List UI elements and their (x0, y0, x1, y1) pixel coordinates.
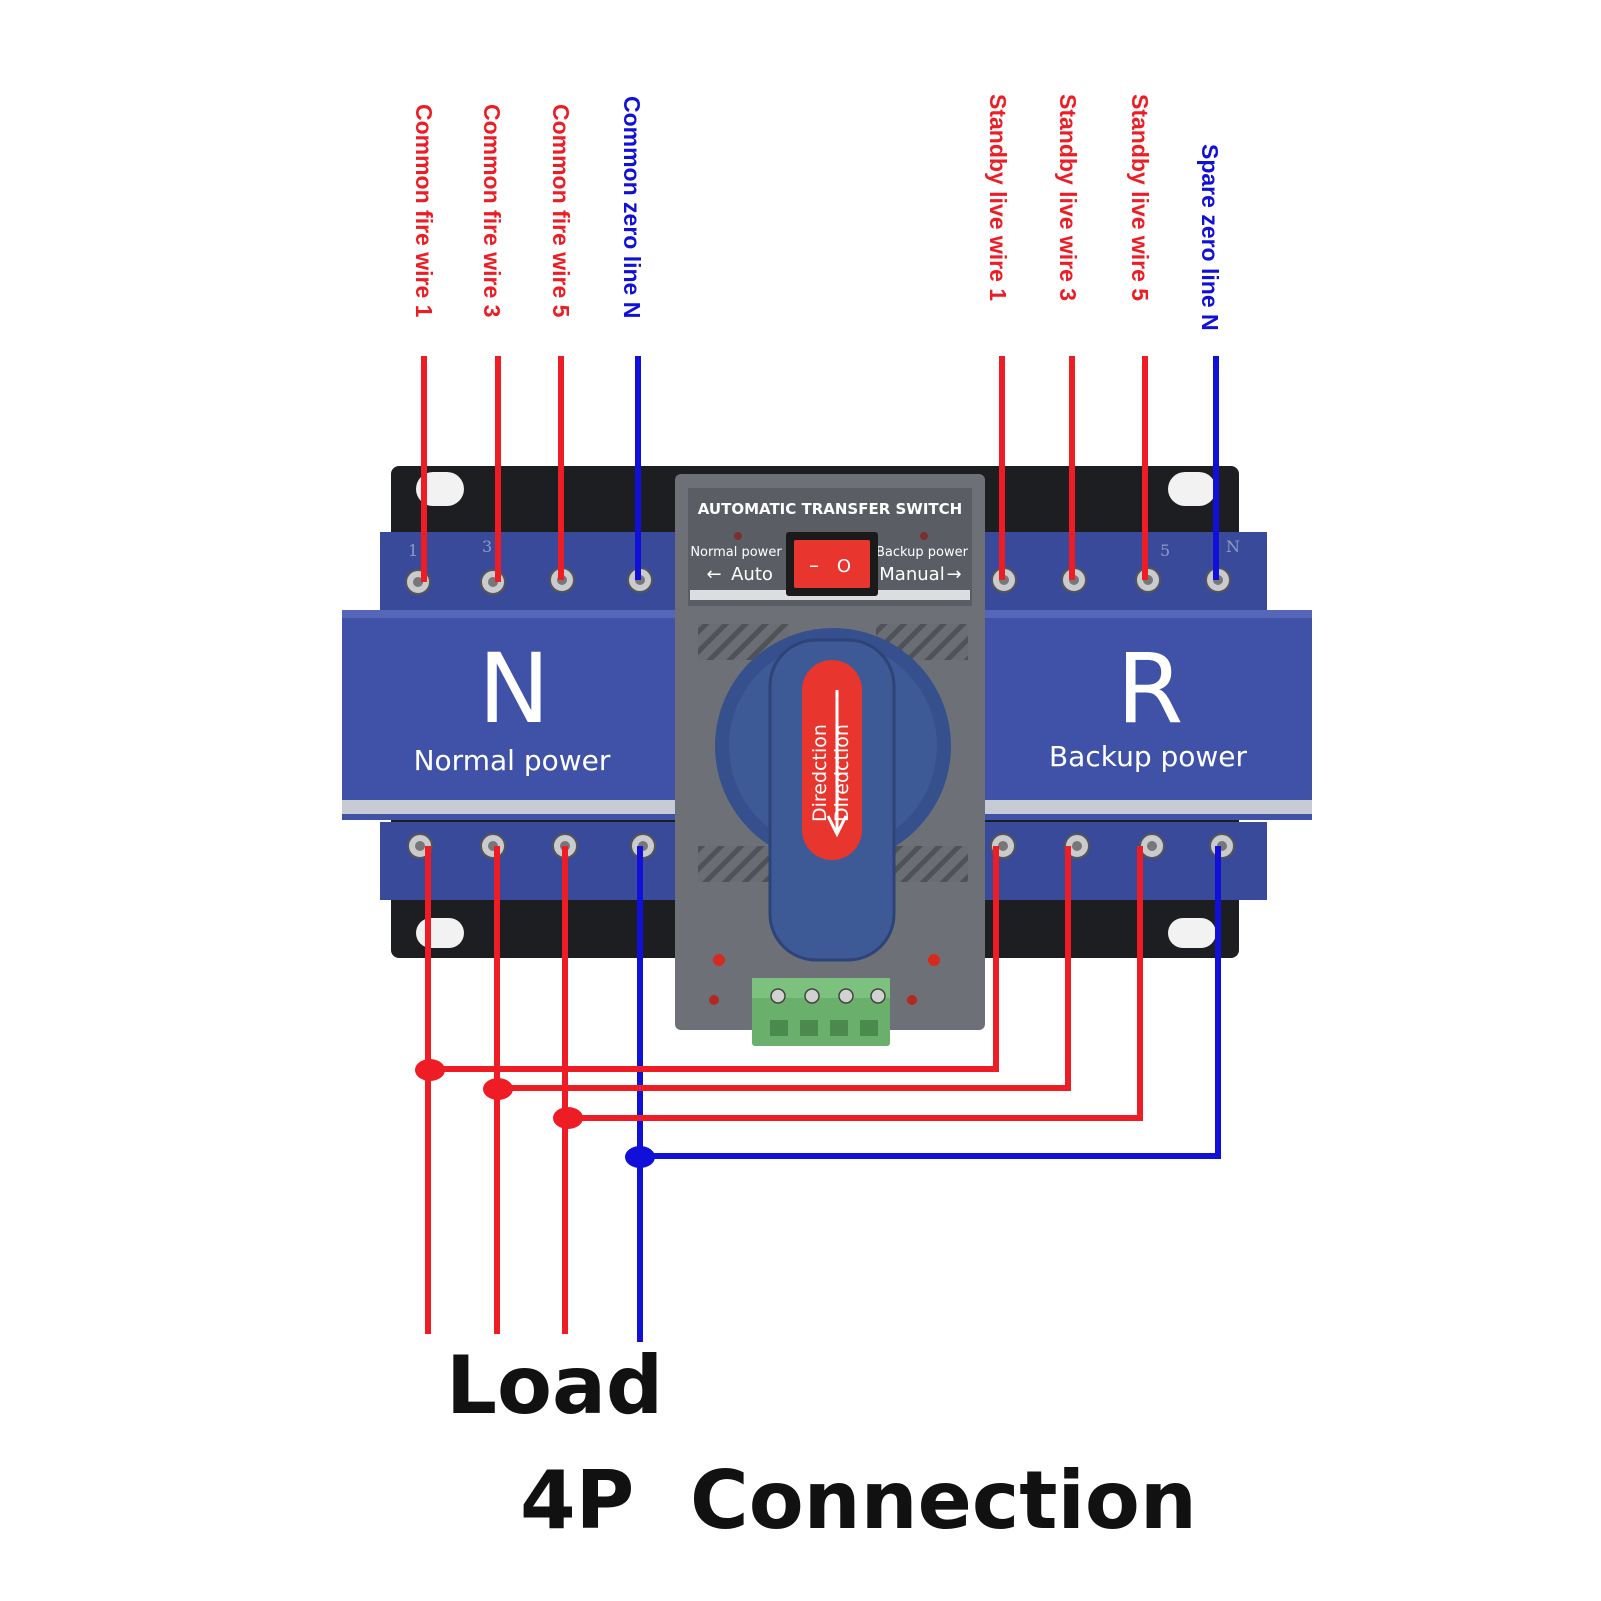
control-terminal-block (752, 978, 890, 1046)
screw-top-3 (480, 569, 506, 595)
bridge-wire-1 (428, 846, 999, 1072)
pole-number-3: 3 (482, 537, 492, 556)
normal-power-small-label: Normal power (690, 545, 782, 560)
label-standby-live-3: Standby live wire 3 (1055, 94, 1081, 301)
connection-title: 4P Connection (520, 1454, 1197, 1547)
handle-direction-text-1: Diredction (809, 724, 831, 822)
label-common-fire-5: Common fire wire 5 (548, 104, 574, 318)
backup-power-small-label: Backup power (876, 545, 969, 560)
screw-bottom-3 (480, 833, 506, 859)
center-housing: AUTOMATIC TRANSFER SWITCH Normal power A… (675, 474, 985, 1046)
label-common-fire-3: Common fire wire 3 (479, 104, 505, 317)
status-led-right-lower (907, 995, 917, 1005)
junction-3 (483, 1078, 513, 1100)
label-common-fire-1: Common fire wire 1 (411, 104, 437, 318)
load-wires (425, 846, 1221, 1342)
n-letter: N (478, 633, 550, 745)
status-led-right (928, 954, 940, 966)
ats-title: AUTOMATIC TRANSFER SWITCH (698, 500, 962, 518)
status-led-left-lower (709, 995, 719, 1005)
bridge-wire-n (640, 846, 1221, 1159)
handle-arrow-icon (826, 690, 848, 838)
pole-numbers: 1 3 5 N (408, 537, 1240, 560)
pole-number-5: 5 (1160, 541, 1170, 560)
handle-direction-text-2: Diredction (831, 724, 853, 822)
label-standby-live-5: Standby live wire 5 (1127, 94, 1153, 301)
mode-rocker-switch[interactable]: – O (786, 532, 878, 596)
backup-power-led (920, 532, 928, 540)
normal-power-label: Normal power (414, 744, 611, 777)
auto-label: Auto (731, 564, 773, 585)
label-spare-zero: Spare zero line N (1197, 144, 1223, 331)
r-letter: R (1117, 633, 1184, 745)
normal-power-led (734, 532, 742, 540)
junction-dots (415, 1059, 655, 1168)
junction-1 (415, 1059, 445, 1081)
backup-power-module: R Backup power (985, 532, 1312, 900)
screw-bottom-rn (1209, 833, 1235, 859)
load-label: Load (446, 1339, 663, 1432)
backup-power-label: Backup power (1049, 740, 1248, 773)
bridge-wire-3 (497, 846, 1071, 1091)
label-standby-live-1: Standby live wire 1 (985, 94, 1011, 301)
normal-power-module: N Normal power (342, 532, 675, 900)
pole-number-1: 1 (408, 541, 418, 560)
junction-5 (553, 1107, 583, 1129)
rotary-handle[interactable]: Diredction Diredction (715, 628, 951, 962)
manual-label: Manual (879, 564, 944, 585)
rocker-off-symbol: – (809, 553, 819, 577)
rocker-on-symbol: O (837, 556, 851, 577)
bridge-wire-5 (565, 846, 1143, 1121)
wire-labels: Common fire wire 1 Common fire wire 3 Co… (411, 94, 1223, 331)
pole-number-n: N (1226, 537, 1240, 556)
status-led-left (713, 954, 725, 966)
label-common-zero: Common zero line N (619, 96, 645, 318)
input-wires (421, 356, 1219, 582)
junction-n (625, 1146, 655, 1168)
manual-arrow: → (946, 564, 961, 585)
auto-arrow: ← (706, 564, 721, 585)
screw-bottom-r5 (1139, 833, 1165, 859)
